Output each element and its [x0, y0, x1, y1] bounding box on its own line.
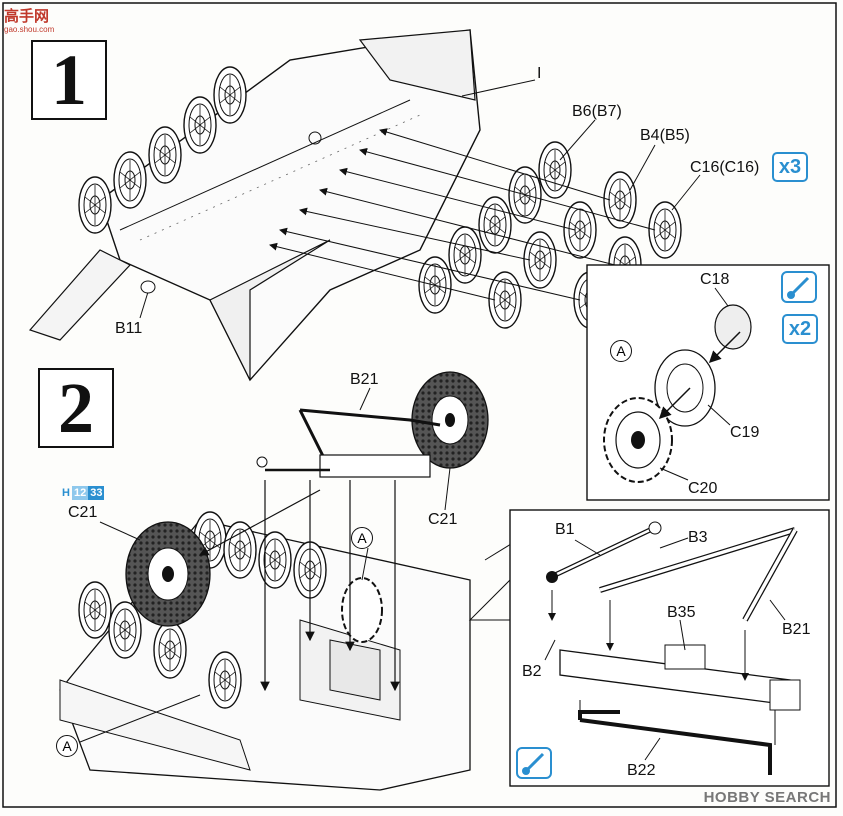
- label-C20: C20: [688, 480, 718, 497]
- label-C21-right: C21: [428, 511, 458, 528]
- step-number-1: 1: [31, 40, 107, 120]
- label-B21-detail: B21: [782, 621, 811, 638]
- label-C19: C19: [730, 424, 760, 441]
- label-B22: B22: [627, 762, 656, 779]
- site-logo-subtitle: gao.shou.com: [4, 25, 55, 34]
- ref-page-33: 33: [88, 486, 105, 500]
- ref-prefix: H: [62, 487, 70, 499]
- quantity-badge-x3: x3: [772, 152, 808, 182]
- glue-icon-detail: [517, 748, 551, 778]
- label-B2: B2: [522, 663, 542, 680]
- quantity-badge-x2: x2: [782, 314, 818, 344]
- label-B6-B7: B6(B7): [572, 103, 622, 120]
- step-number-2: 2: [38, 368, 114, 448]
- callout-A-upper: A: [351, 527, 373, 549]
- label-C18: C18: [700, 271, 730, 288]
- label-part-I: I: [537, 65, 542, 82]
- label-B21-linkage: B21: [350, 371, 379, 388]
- label-C21-left: C21: [68, 504, 98, 521]
- label-B35: B35: [667, 604, 696, 621]
- site-logo: 高手网: [4, 8, 50, 25]
- label-B4-B5: B4(B5): [640, 127, 690, 144]
- label-B11: B11: [115, 320, 143, 337]
- ref-page-12: 12: [71, 486, 89, 500]
- label-B1: B1: [555, 521, 575, 538]
- label-B3: B3: [688, 529, 708, 546]
- watermark-hobby-search: HOBBY SEARCH: [703, 789, 831, 806]
- callout-A-lower: A: [56, 735, 78, 757]
- glue-icon: [782, 272, 816, 302]
- detail-callout-A: A: [610, 340, 632, 362]
- label-C16: C16(C16): [690, 159, 760, 176]
